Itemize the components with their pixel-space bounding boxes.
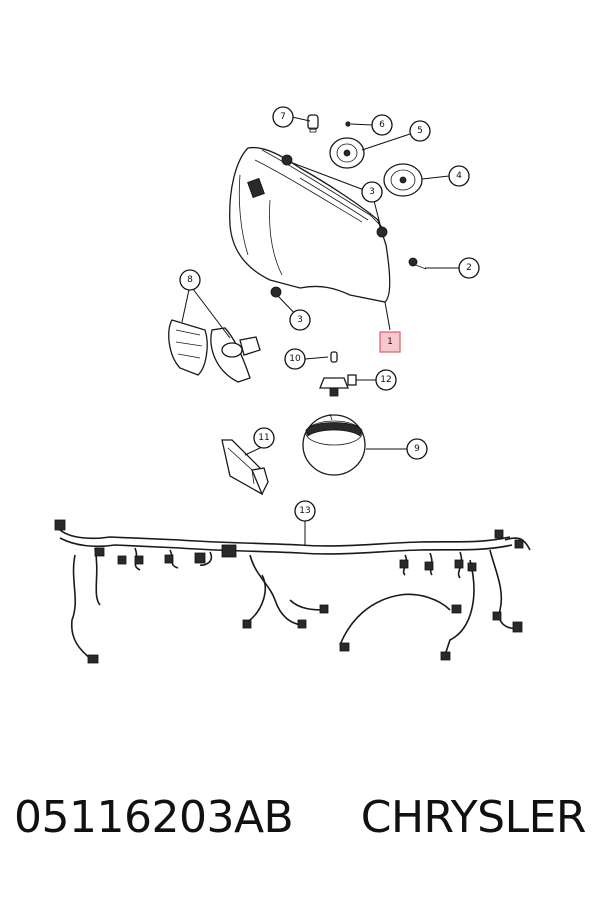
callout-13[interactable]: 13 — [294, 500, 316, 522]
callout-7[interactable]: 7 — [272, 106, 294, 128]
bulb-10[interactable] — [330, 351, 338, 363]
callout-1[interactable]: 1 — [379, 331, 401, 353]
svg-text:8: 8 — [187, 275, 193, 285]
svg-text:4: 4 — [456, 171, 462, 181]
parts-diagram: 1 2 3 3 4 5 6 7 8 9 10 11 — [54, 106, 531, 664]
callout-5[interactable]: 5 — [409, 120, 431, 142]
socket-cover-5[interactable] — [329, 137, 365, 169]
svg-text:12: 12 — [380, 375, 391, 385]
callout-4[interactable]: 4 — [448, 165, 470, 187]
callout-3-lower[interactable]: 3 — [289, 309, 311, 331]
wiring-harness-13[interactable] — [54, 519, 531, 664]
screw-2[interactable] — [408, 257, 427, 270]
callout-8[interactable]: 8 — [179, 269, 201, 291]
reflector-11[interactable] — [221, 439, 269, 496]
part-number: 05116203AB — [14, 792, 294, 843]
callout-10[interactable]: 10 — [284, 348, 306, 370]
callout-11[interactable]: 11 — [253, 427, 275, 449]
svg-text:11: 11 — [258, 433, 269, 443]
callout-2[interactable]: 2 — [458, 257, 480, 279]
callout-12[interactable]: 12 — [375, 369, 397, 391]
svg-text:10: 10 — [289, 354, 301, 364]
callout-3-upper[interactable]: 3 — [361, 181, 383, 203]
callout-6[interactable]: 6 — [371, 114, 393, 136]
footer: 05116203AB CHRYSLER — [0, 792, 600, 872]
svg-text:3: 3 — [297, 315, 303, 325]
callout-9[interactable]: 9 — [406, 438, 428, 460]
svg-text:1: 1 — [387, 337, 393, 347]
svg-text:6: 6 — [379, 120, 385, 130]
side-marker-8[interactable] — [168, 319, 261, 383]
socket-12[interactable] — [319, 374, 357, 397]
brand-name: CHRYSLER — [360, 792, 587, 843]
svg-text:3: 3 — [369, 187, 375, 197]
leader-lines — [181, 116, 460, 545]
svg-text:13: 13 — [299, 506, 310, 516]
bulb-7[interactable] — [307, 114, 319, 133]
clip-6[interactable] — [345, 121, 351, 127]
socket-cover-4[interactable] — [383, 163, 423, 197]
svg-text:7: 7 — [280, 112, 286, 122]
headlamp-assembly[interactable] — [229, 146, 391, 303]
fog-lamp-9[interactable] — [302, 413, 366, 476]
svg-text:2: 2 — [466, 263, 472, 273]
svg-text:5: 5 — [417, 126, 423, 136]
svg-text:9: 9 — [414, 444, 420, 454]
